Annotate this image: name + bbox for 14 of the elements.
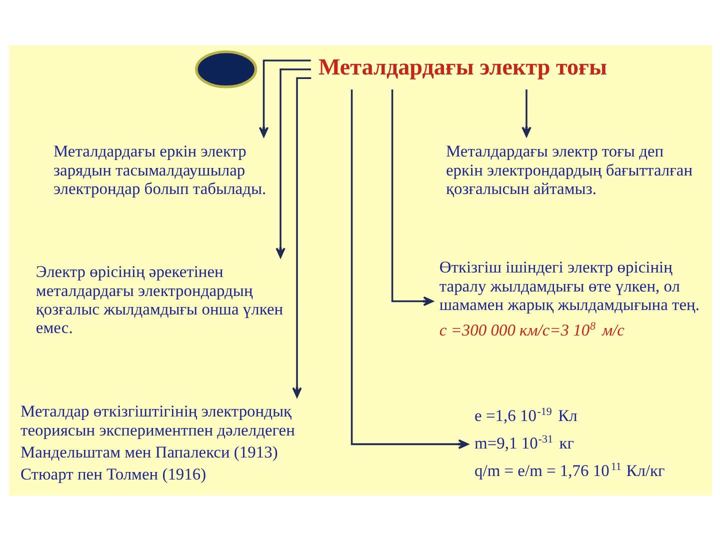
node-text: Электр өрісінің әрекетінен металдардағы электрондардың қозғалыс жылдамдығы онша үлкен емес. — [35, 262, 283, 337]
node-text: e =1,6 10$^{-19}$ Кл m=9,1 10$^{-31}$ кг q/m = e/m = 1,76 10$^{11}$ Кл/кг — [474, 406, 664, 480]
arrow — [350, 88, 468, 449]
node-text: Өткізгіш ішіндегі электр өрісінің таралу жылдамдығы өте үлкен, ол шамамен жарық жылдамдығына тең. c =300 000 км/с=3 10$^{8}$ м/с — [438, 257, 699, 339]
arrow — [390, 89, 434, 306]
node-text: Металдардағы электр тоғы деп еркін электрондардың бағытталған қозғалысын айтамыз. — [445, 141, 692, 198]
arrow — [521, 88, 531, 137]
node-text: Металдар өткізгіштігінің электрондық теориясын экспериментпен дәлелдеген Мандельштам мен Папалекси (1913) Стюарт пен Толмен (1916) — [20, 401, 294, 483]
arrow — [292, 76, 311, 398]
arrow — [258, 59, 310, 137]
node-oval — [194, 50, 257, 88]
node-text: Металдардағы еркін электр зарядын тасымалдаушылар электрондар болып табылады. — [53, 141, 266, 198]
node-text: Металдардағы электр тоғы — [318, 53, 607, 80]
arrow — [275, 68, 310, 258]
